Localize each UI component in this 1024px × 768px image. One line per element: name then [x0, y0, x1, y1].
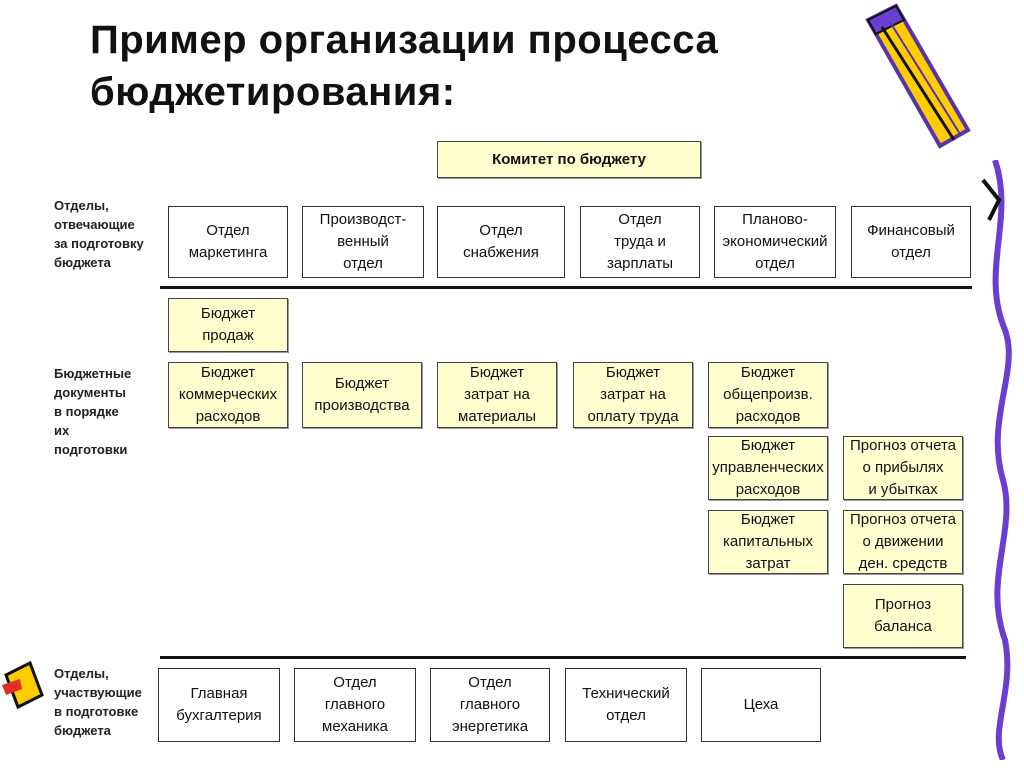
dept-bottom-label: Цеха	[743, 696, 779, 713]
budget-doc-box: Бюджет затрат на материалы	[437, 362, 557, 428]
budget-doc-box: Бюджет коммерческих расходов	[168, 362, 288, 428]
dept-top-label: Финансовый отдел	[867, 222, 955, 261]
dept-top-box: Производст- венный отдел	[302, 206, 424, 278]
budget-doc-box: Бюджет затрат на оплату труда	[573, 362, 693, 428]
dept-bottom-label: Отдел главного механика	[322, 674, 388, 735]
budget-doc-label: Бюджет затрат на материалы	[458, 364, 536, 425]
dept-top-label: Отдел труда и зарплаты	[606, 211, 674, 272]
budget-doc-label: Бюджет общепроизв. расходов	[723, 364, 813, 425]
dept-top-box: Отдел труда и зарплаты	[580, 206, 700, 278]
dept-bottom-label: Технический отдел	[582, 685, 670, 724]
dept-top-box: Отдел маркетинга	[168, 206, 288, 278]
budget-doc-label: Бюджет капитальных затрат	[723, 511, 813, 572]
squiggle-decoration	[981, 160, 1012, 760]
committee-label: Комитет по бюджету	[492, 150, 646, 168]
dept-top-box: Планово- экономический отдел	[714, 206, 836, 278]
page-title: Пример организации процесса бюджетирован…	[90, 18, 719, 114]
budget-doc-label: Прогноз отчета о движении ден. средств	[849, 511, 957, 572]
budget-doc-box: Бюджет управленческих расходов	[708, 436, 828, 500]
budget-doc-label: Бюджет затрат на оплату труда	[587, 364, 679, 425]
pencil-tip-decoration	[2, 660, 44, 710]
budget-doc-label: Бюджет производства	[314, 375, 410, 414]
dept-bottom-box: Технический отдел	[565, 668, 687, 742]
side-label-documents: Бюджетные документы в порядке их подгото…	[54, 366, 132, 457]
dept-bottom-box: Главная бухгалтерия	[158, 668, 280, 742]
dept-top-label: Отдел снабжения	[463, 222, 539, 261]
budget-doc-box: Бюджет капитальных затрат	[708, 510, 828, 574]
dept-bottom-box: Цеха	[701, 668, 821, 742]
side-label-participating: Отделы, участвующие в подготовке бюджета	[54, 666, 142, 738]
budget-doc-box: Бюджет производства	[302, 362, 422, 428]
pencil-icon	[865, 3, 971, 149]
dept-bottom-label: Главная бухгалтерия	[176, 685, 262, 724]
budget-doc-label: Бюджет управленческих расходов	[712, 437, 824, 498]
dept-bottom-box: Отдел главного механика	[294, 668, 416, 742]
dept-top-label: Планово- экономический отдел	[722, 211, 828, 272]
dept-top-box: Отдел снабжения	[437, 206, 565, 278]
dept-top-label: Отдел маркетинга	[188, 222, 268, 261]
budget-doc-label: Бюджет продаж	[200, 305, 256, 344]
dept-top-label: Производст- венный отдел	[319, 211, 407, 272]
divider-bottom	[160, 656, 966, 659]
budget-doc-label: Прогноз отчета о прибылях и убытках	[849, 437, 957, 498]
budget-doc-box: Бюджет общепроизв. расходов	[708, 362, 828, 428]
committee-box: Комитет по бюджету	[437, 141, 701, 178]
dept-bottom-label: Отдел главного энергетика	[451, 674, 529, 735]
budget-doc-box: Прогноз баланса	[843, 584, 963, 648]
budget-doc-label: Прогноз баланса	[874, 596, 932, 635]
budget-doc-box: Прогноз отчета о движении ден. средств	[843, 510, 963, 574]
budget-doc-box: Бюджет продаж	[168, 298, 288, 352]
budget-doc-label: Бюджет коммерческих расходов	[178, 364, 278, 425]
dept-bottom-box: Отдел главного энергетика	[430, 668, 550, 742]
divider-top	[160, 286, 972, 289]
budget-doc-box: Прогноз отчета о прибылях и убытках	[843, 436, 963, 500]
side-label-responsible: Отделы, отвечающие за подготовку бюджета	[54, 198, 144, 270]
dept-top-box: Финансовый отдел	[851, 206, 971, 278]
